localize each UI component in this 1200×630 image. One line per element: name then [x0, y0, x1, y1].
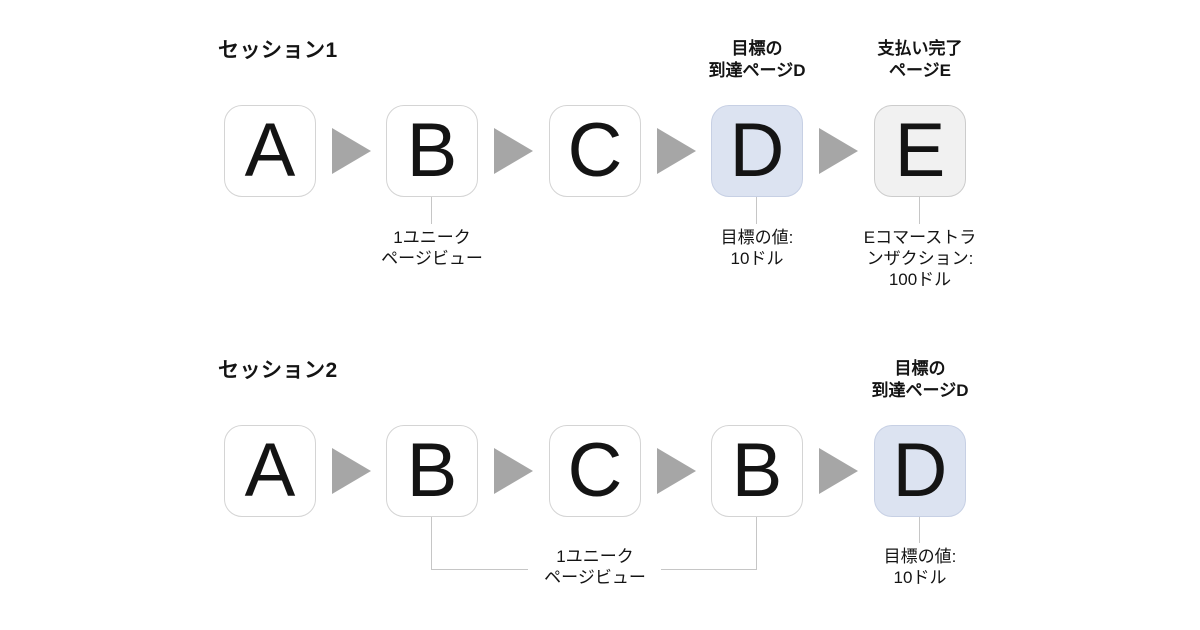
arrow-right-icon	[657, 448, 696, 494]
caption-line: 10ドル	[893, 568, 947, 587]
caption-line: 1ユニーク	[393, 228, 471, 247]
connector-line	[661, 569, 757, 570]
connector-line	[756, 517, 757, 570]
arrow-right-icon	[819, 128, 858, 174]
arrow-right-icon	[494, 448, 533, 494]
arrow-right-icon	[819, 448, 858, 494]
page-letter: A	[244, 108, 296, 193]
page-letter: C	[567, 428, 623, 513]
payment-complete-label: 支払い完了 ページE	[810, 38, 1030, 82]
page-box-c: C	[549, 425, 641, 517]
page-letter: D	[892, 428, 948, 513]
connector-line	[431, 517, 432, 570]
connector-line	[756, 197, 757, 224]
label-line: ページE	[889, 61, 951, 80]
caption-line: 10ドル	[730, 249, 784, 268]
arrow-right-icon	[657, 128, 696, 174]
label-line: 支払い完了	[877, 39, 963, 58]
unique-pageview-caption: 1ユニーク ページビュー	[322, 227, 542, 269]
label-line: 到達ページD	[871, 381, 969, 400]
caption-line: ページビュー	[544, 568, 646, 587]
unique-pageview-caption: 1ユニーク ページビュー	[485, 546, 705, 588]
page-letter: E	[894, 108, 946, 193]
goal-destination-label: 目標の 到達ページD	[647, 38, 867, 82]
caption-line: 1ユニーク	[556, 547, 634, 566]
goal-value-caption: 目標の値: 10ドル	[647, 227, 867, 269]
connector-line	[431, 197, 432, 224]
page-box-a: A	[224, 425, 316, 517]
page-letter: C	[567, 108, 623, 193]
label-line: 到達ページD	[708, 61, 806, 80]
session2-title: セッション2	[218, 359, 338, 382]
payment-page-box-e: E	[874, 105, 966, 197]
page-box-c: C	[549, 105, 641, 197]
arrow-right-icon	[494, 128, 533, 174]
session1-title: セッション1	[218, 39, 338, 62]
arrow-right-icon	[332, 448, 371, 494]
page-box-a: A	[224, 105, 316, 197]
page-letter: B	[731, 428, 783, 513]
connector-line	[919, 197, 920, 224]
caption-line: Eコマーストラ	[863, 228, 977, 247]
caption-line: ページビュー	[381, 249, 483, 268]
connector-line	[919, 517, 920, 543]
goal-page-box-d: D	[874, 425, 966, 517]
label-line: 目標の	[731, 39, 783, 58]
caption-line: ンザクション:	[866, 249, 974, 268]
page-letter: A	[244, 428, 296, 513]
label-line: 目標の	[894, 359, 946, 378]
ecommerce-transaction-caption: Eコマーストラ ンザクション: 100ドル	[810, 227, 1030, 290]
page-box-b1: B	[386, 425, 478, 517]
goal-value-caption: 目標の値: 10ドル	[810, 546, 1030, 588]
goal-page-box-d: D	[711, 105, 803, 197]
goal-destination-label: 目標の 到達ページD	[810, 358, 1030, 402]
caption-line: 目標の値:	[720, 228, 794, 247]
caption-line: 100ドル	[888, 270, 952, 289]
connector-line	[431, 569, 528, 570]
page-letter: B	[406, 428, 458, 513]
page-box-b: B	[386, 105, 478, 197]
arrow-right-icon	[332, 128, 371, 174]
caption-line: 目標の値:	[883, 547, 957, 566]
page-box-b2: B	[711, 425, 803, 517]
page-letter: B	[406, 108, 458, 193]
page-letter: D	[729, 108, 785, 193]
